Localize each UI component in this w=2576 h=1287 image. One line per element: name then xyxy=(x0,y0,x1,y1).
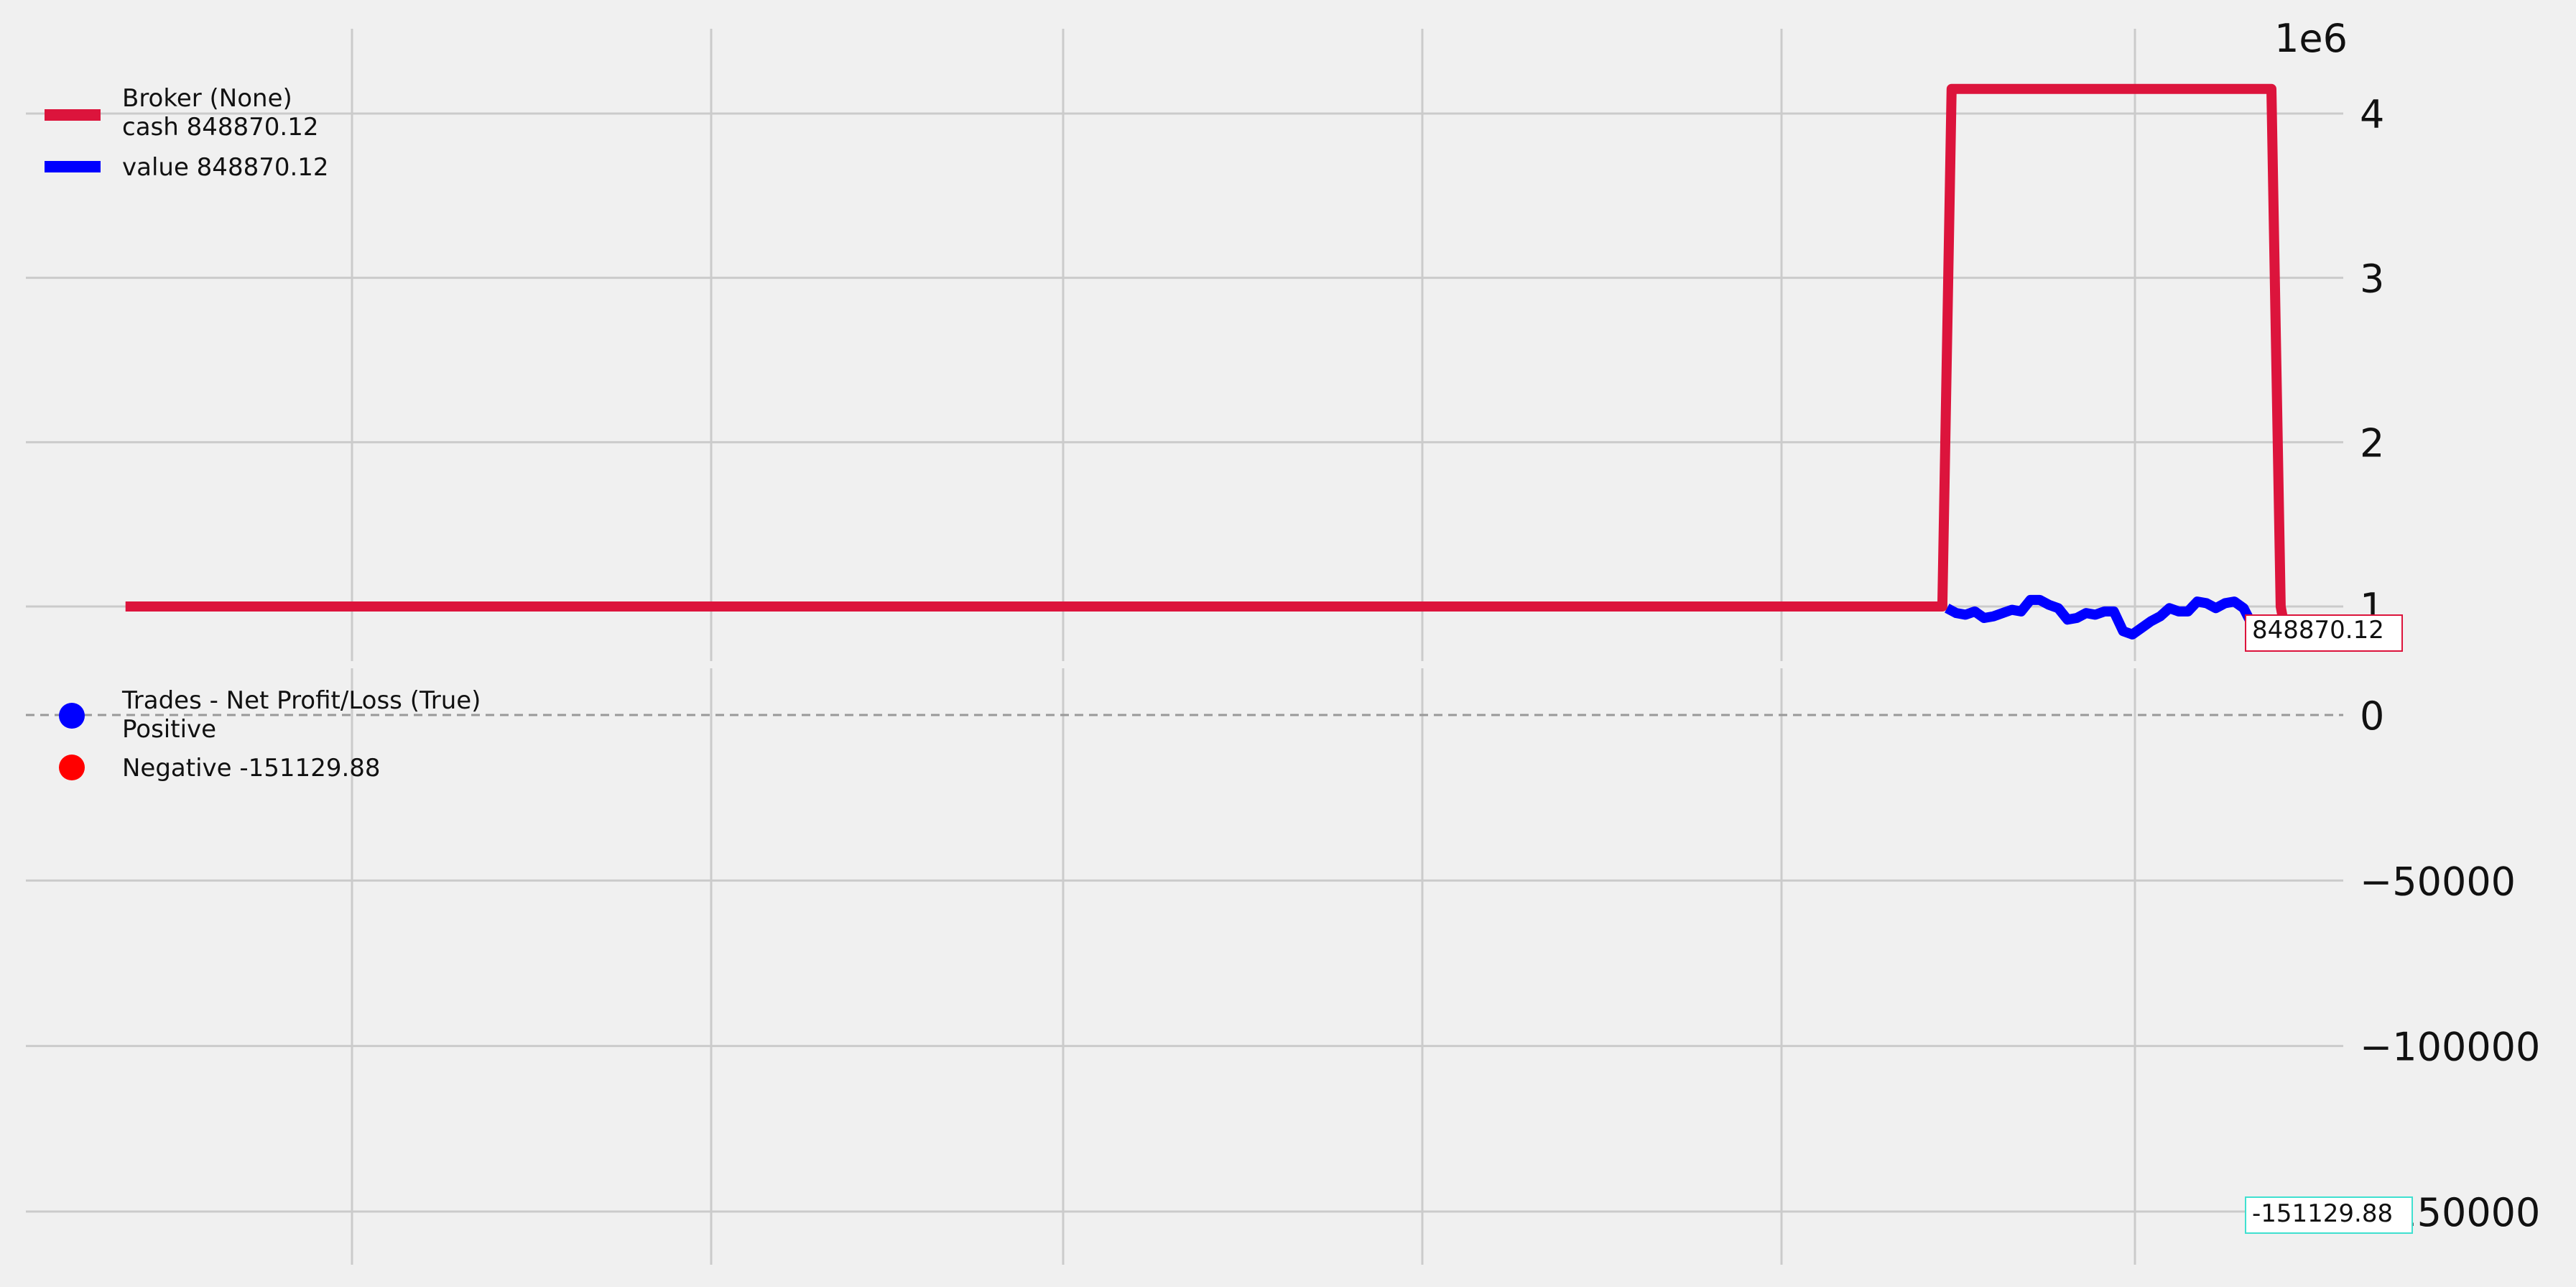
legend-marker-positive xyxy=(59,703,85,729)
y-tick-label: −100000 xyxy=(2360,1025,2540,1070)
legend-label-value: value 848870.12 xyxy=(122,153,329,182)
series-line-value xyxy=(1945,594,2283,640)
trades-y-ticks: 0−50000−100000−150000 xyxy=(2360,693,2540,1235)
annotation-label: 848870.12 xyxy=(2252,616,2384,645)
trades-gridlines xyxy=(26,668,2343,1265)
broker-series xyxy=(125,83,2291,640)
legend-label-positive: Positive xyxy=(122,715,216,744)
broker-legend: Broker (None) cash 848870.12 value 84887… xyxy=(45,84,329,182)
trades-value-annotation: -151129.88 xyxy=(2245,1196,2413,1234)
y-tick-label: 0 xyxy=(2360,693,2384,739)
y-tick-label: 2 xyxy=(2360,420,2384,466)
y-tick-label: 4 xyxy=(2360,92,2384,137)
trades-panel: 0−50000−100000−150000 Trades - Net Profi… xyxy=(26,668,2540,1265)
legend-label-cash: cash 848870.12 xyxy=(122,113,318,142)
series-line-cash xyxy=(125,83,2291,632)
y-tick-label: −50000 xyxy=(2360,859,2516,904)
annotation-box xyxy=(2245,1196,2413,1234)
legend-marker-negative xyxy=(59,755,85,780)
trades-legend: Trades - Net Profit/Loss (True) Positive… xyxy=(59,686,481,783)
legend-swatch-cash xyxy=(45,109,101,121)
y-tick-label: 3 xyxy=(2360,257,2384,302)
legend-label-negative: Negative -151129.88 xyxy=(122,754,381,783)
y-axis-scale-label: 1e6 xyxy=(2274,16,2348,61)
annotation-label: -151129.88 xyxy=(2252,1199,2393,1228)
annotation-box xyxy=(2245,614,2403,652)
broker-value-annotation: 848870.12 xyxy=(2245,614,2403,652)
legend-title: Broker (None) xyxy=(122,84,292,113)
legend-swatch-value xyxy=(45,161,101,172)
legend-title: Trades - Net Profit/Loss (True) xyxy=(121,686,481,715)
